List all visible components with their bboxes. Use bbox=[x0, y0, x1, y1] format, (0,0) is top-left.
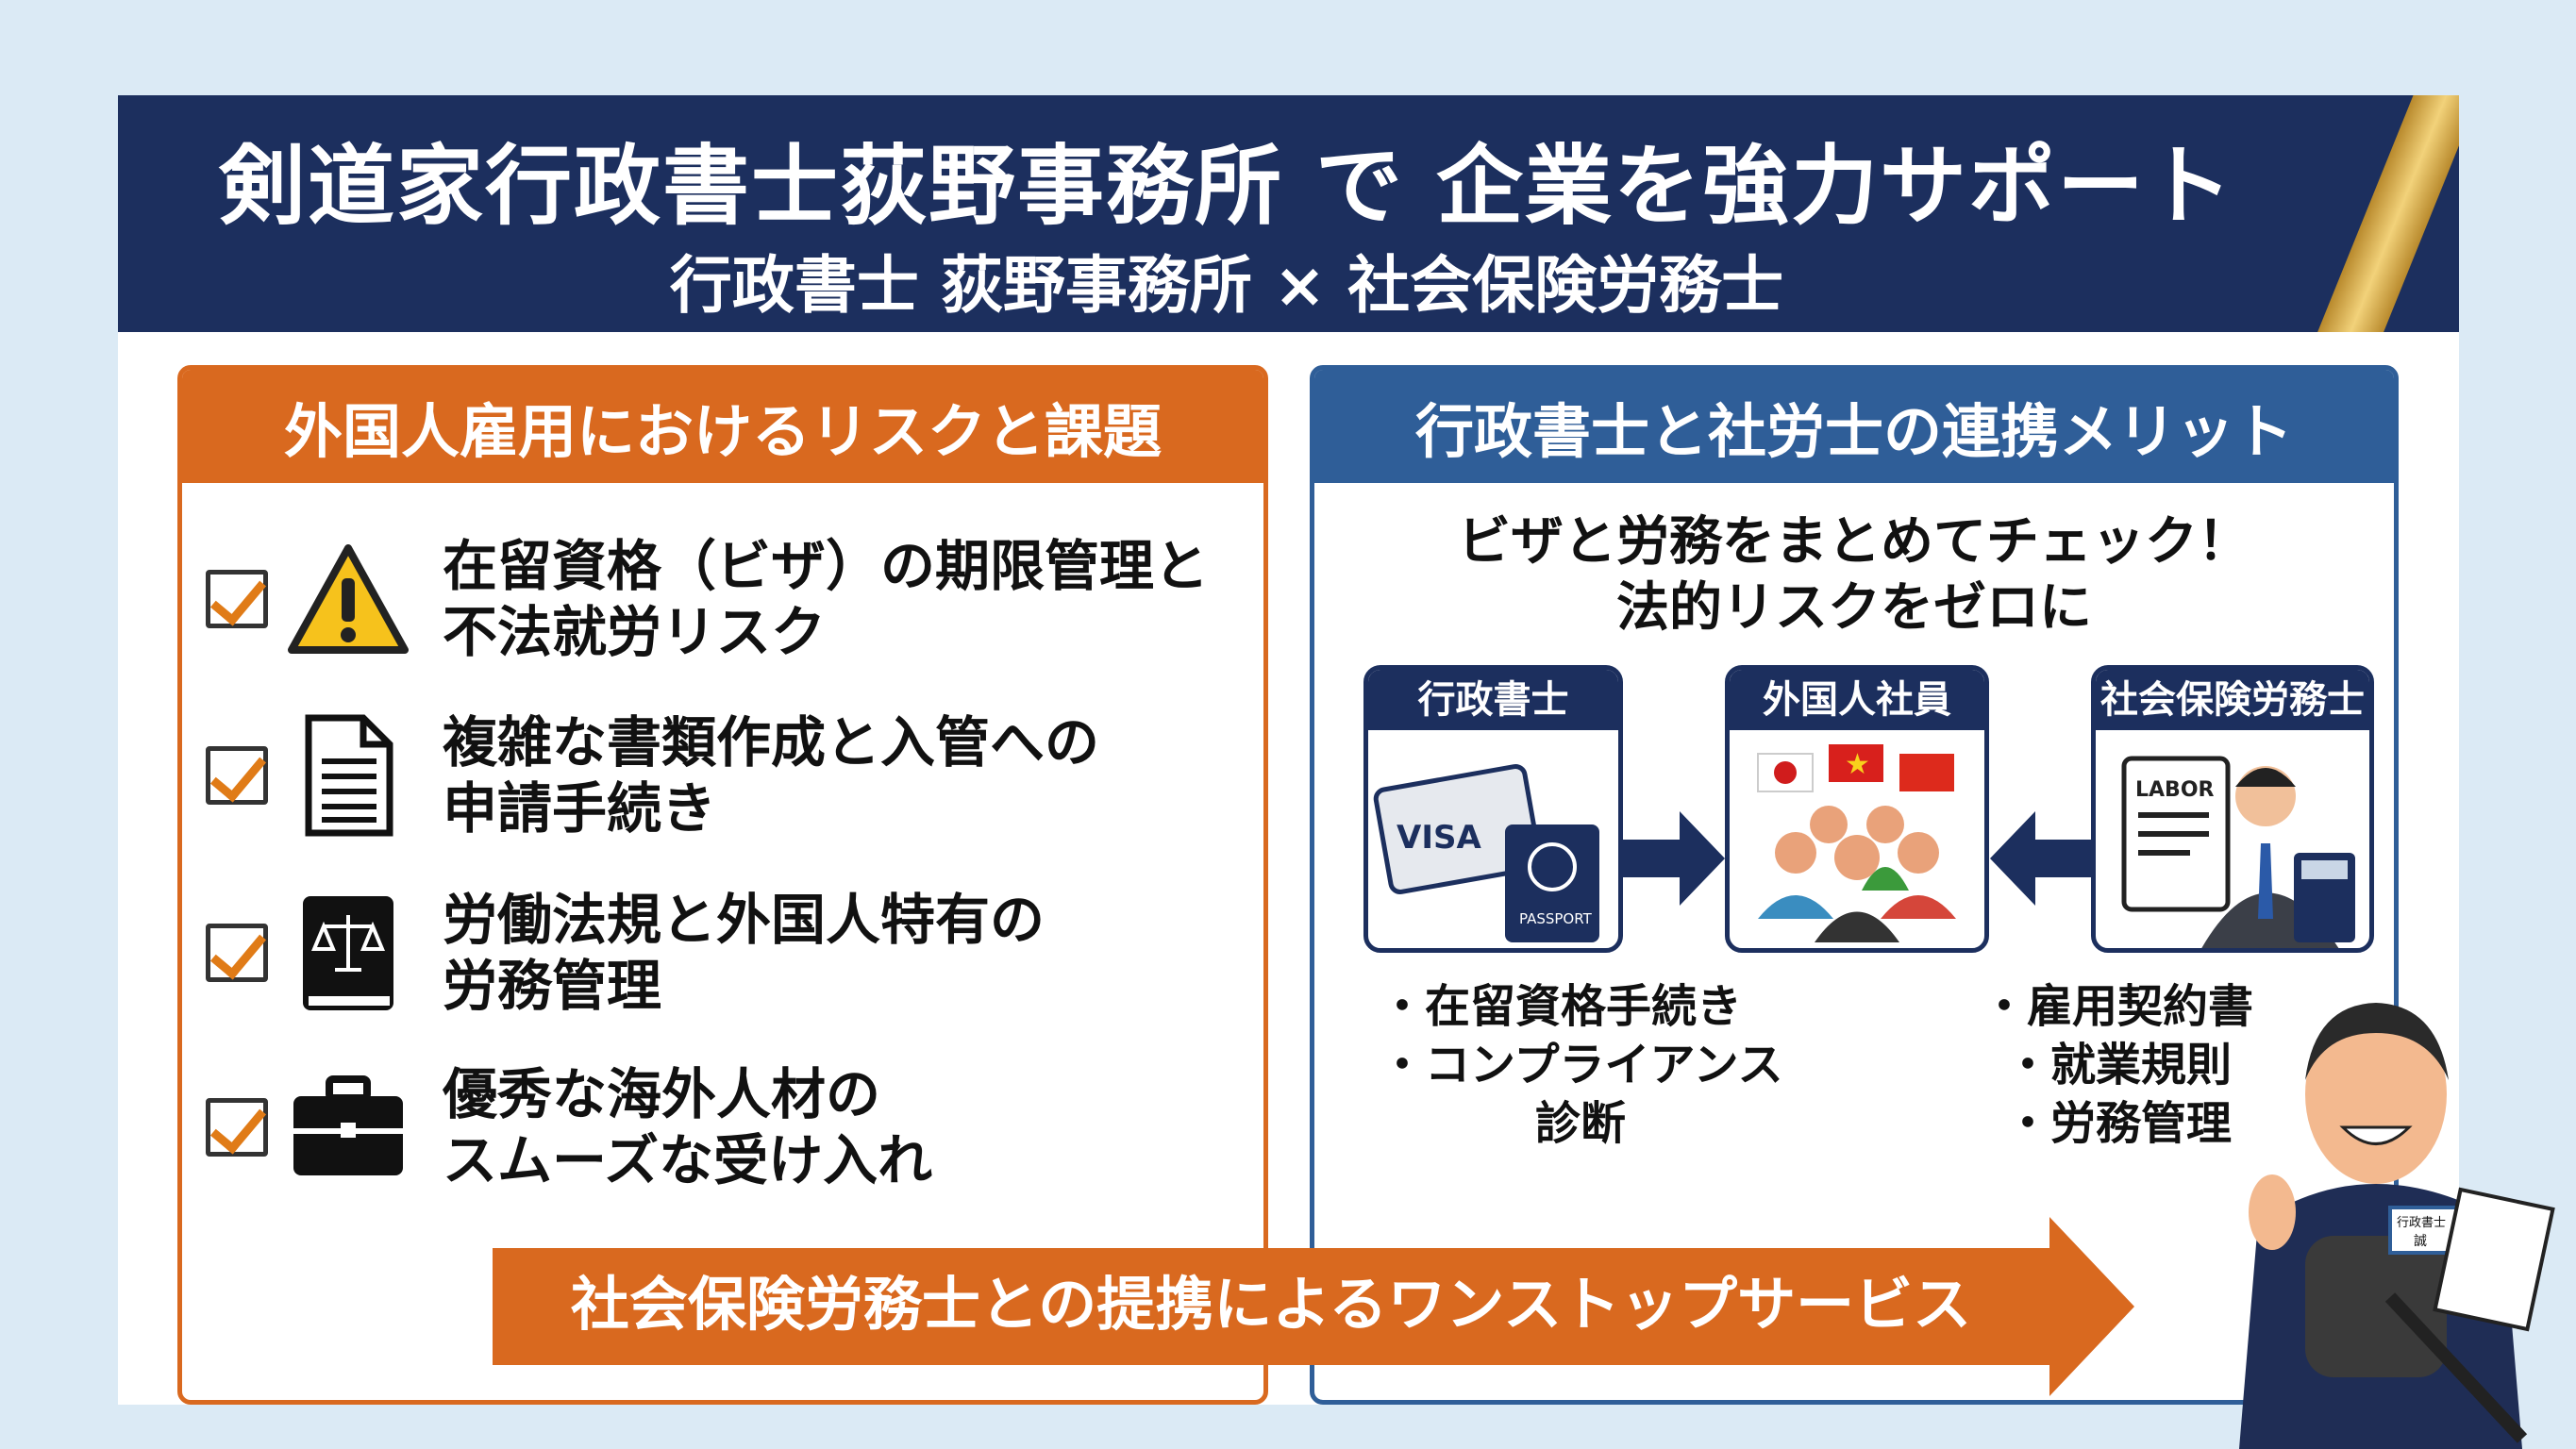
checkbox-checked-icon bbox=[206, 570, 268, 628]
labor-label: LABOR bbox=[2135, 778, 2215, 802]
risks-box: 外国人雇用におけるリスクと課題 bbox=[177, 365, 1268, 1405]
risk-text-2: 労務管理 bbox=[443, 954, 662, 1018]
checkbox-checked-icon bbox=[206, 1098, 268, 1157]
kendo-character-illustration: 行政書士 誠 bbox=[2239, 1003, 2555, 1449]
law-book-icon bbox=[287, 891, 410, 1014]
bullet-item: ・在留資格手続き bbox=[1380, 980, 1743, 1033]
bullet-item: ・コンプライアンス bbox=[1380, 1039, 1783, 1091]
merits-tagline: ビザと労務をまとめてチェック！ 法的リスクをゼロに bbox=[1310, 509, 2399, 641]
arrow-left-icon bbox=[1990, 811, 2092, 906]
name-badge-name: 誠 bbox=[2414, 1234, 2427, 1249]
risk-text-2: 申請手続き bbox=[443, 776, 717, 841]
card-label: 行政書士 bbox=[1368, 670, 1618, 730]
risk-item: 労働法規と外国人特有の労務管理 bbox=[206, 887, 1045, 1019]
card-foreign-employee: 外国人社員 ★ bbox=[1725, 665, 1989, 953]
employees-flags-illustration: ★ bbox=[1757, 744, 1956, 942]
risk-item: 複雑な書類作成と入管への申請手続き bbox=[206, 709, 1099, 841]
risk-text-1: 労働法規と外国人特有の bbox=[443, 888, 1045, 952]
visa-passport-illustration: VISA PASSPORT bbox=[1373, 764, 1599, 942]
merits-heading: 行政書士と社労士の連携メリット bbox=[1314, 370, 2394, 483]
passport-label: PASSPORT bbox=[1519, 910, 1593, 927]
bullet-item: ・雇用契約書 bbox=[1982, 980, 2254, 1033]
risk-item: 優秀な海外人材のスムーズな受け入れ bbox=[206, 1061, 932, 1193]
header-banner: 剣道家行政書士荻野事務所 で 企業を強力サポート 行政書士 荻野事務所 × 社会… bbox=[118, 95, 2459, 332]
card-label: 社会保険労務士 bbox=[2096, 670, 2369, 730]
tagline-line-2: 法的リスクをゼロに bbox=[1616, 577, 2092, 639]
sharoushi-services: ・雇用契約書 ・就業規則 ・労務管理 bbox=[1982, 977, 2253, 1153]
page-title: 剣道家行政書士荻野事務所 で 企業を強力サポート bbox=[218, 136, 2235, 237]
bullet-item: ・労務管理 bbox=[2005, 1097, 2233, 1150]
labor-consultant-illustration: LABOR bbox=[2121, 756, 2355, 948]
risk-item: 在留資格（ビザ）の期限管理と不法就労リスク bbox=[206, 533, 1209, 665]
name-badge: 行政書士 bbox=[2397, 1216, 2446, 1230]
warning-icon bbox=[287, 538, 410, 660]
visa-label: VISA bbox=[1397, 819, 1481, 857]
bullet-item: 診断 bbox=[1535, 1097, 1627, 1150]
bullet-item: ・就業規則 bbox=[2005, 1039, 2233, 1091]
checkbox-checked-icon bbox=[206, 746, 268, 805]
arrow-right-icon bbox=[1623, 811, 1725, 906]
checkbox-checked-icon bbox=[206, 924, 268, 982]
svg-text:★: ★ bbox=[1845, 748, 1870, 781]
risk-text-2: スムーズな受け入れ bbox=[443, 1128, 933, 1192]
tagline-line-1: ビザと労務をまとめてチェック！ bbox=[1458, 511, 2250, 573]
card-label: 外国人社員 bbox=[1730, 670, 1984, 730]
gyosei-services: ・在留資格手続き ・コンプライアンス 診断 bbox=[1380, 977, 1783, 1153]
risks-heading: 外国人雇用におけるリスクと課題 bbox=[182, 370, 1263, 483]
risk-text-2: 不法就労リスク bbox=[443, 600, 827, 664]
risk-text-1: 在留資格（ビザ）の期限管理と bbox=[443, 534, 1210, 598]
page-subtitle: 行政書士 荻野事務所 × 社会保険労務士 bbox=[669, 249, 1784, 322]
card-sharoushi: 社会保険労務士 LABOR bbox=[2091, 665, 2374, 953]
briefcase-icon bbox=[287, 1066, 410, 1189]
risk-text-1: 複雑な書類作成と入管への bbox=[443, 710, 1100, 774]
document-icon bbox=[287, 714, 410, 837]
one-stop-arrow-banner bbox=[493, 1217, 2134, 1396]
risk-text-1: 優秀な海外人材の bbox=[443, 1062, 881, 1126]
card-gyoseishoshi: 行政書士 VISA PASSPORT bbox=[1363, 665, 1623, 953]
banner-text: 社会保険労務士との提携によるワンストップサービス bbox=[570, 1270, 1972, 1339]
